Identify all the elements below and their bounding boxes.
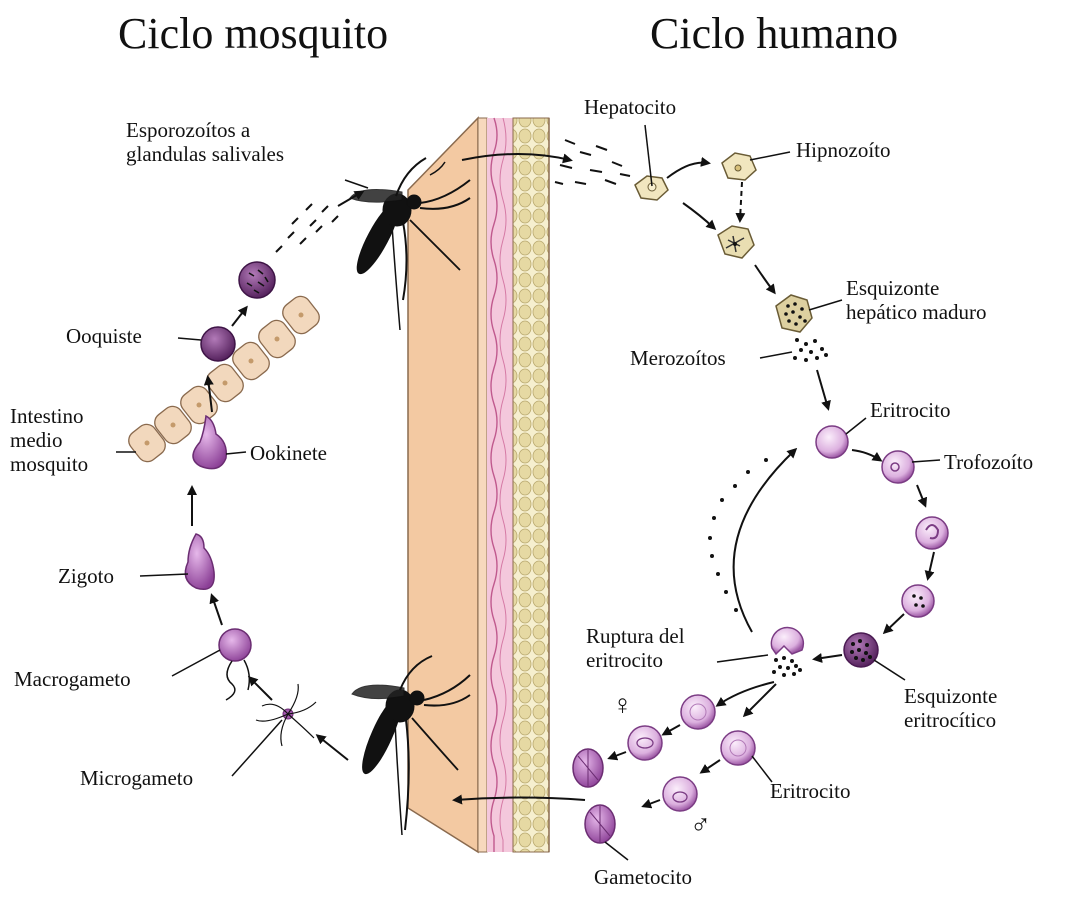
label-gametocyte: Gametocito xyxy=(594,865,692,889)
mosquito-cycle-title: Ciclo mosquito xyxy=(118,12,388,56)
male-gametocyte-precursor xyxy=(721,731,755,765)
trophozoite-cell xyxy=(882,451,914,483)
mature-oocyst-cell xyxy=(239,262,275,298)
label-erythrocyte-bottom: Eritrocito xyxy=(770,779,850,803)
label-hypnozoite: Hipnozoíto xyxy=(796,138,891,162)
skin-epidermis xyxy=(478,118,487,852)
erythrocytic-schizont-cell xyxy=(844,633,878,667)
label-trophozoite: Trofozoíto xyxy=(944,450,1033,474)
label-liver-schizont: Esquizonte hepático maduro xyxy=(846,276,987,324)
label-zygote: Zigoto xyxy=(58,564,114,588)
human-cycle-title: Ciclo humano xyxy=(650,12,898,56)
zygote-cell xyxy=(185,534,214,589)
female-gametocyte xyxy=(573,749,603,787)
label-macrogamete: Macrogameto xyxy=(14,667,131,691)
label-hepatocyte: Hepatocito xyxy=(584,95,676,119)
label-erythrocyte-top: Eritrocito xyxy=(870,398,950,422)
developing-schizont-cell xyxy=(902,585,934,617)
male-gametocyte xyxy=(585,805,615,843)
merozoite-dots-liver xyxy=(793,338,828,362)
sporozoite-dashes-mosquito xyxy=(276,204,338,252)
hypnozoite-cell xyxy=(722,153,756,180)
male-gametocyte-developing xyxy=(663,777,697,811)
label-microgamete: Microgameto xyxy=(80,766,193,790)
label-erythrocyte-rupture: Ruptura del eritrocito xyxy=(586,624,685,672)
oocyst-cell xyxy=(201,327,235,361)
label-midgut: Intestino medio mosquito xyxy=(10,404,88,476)
ring-stage-cell xyxy=(916,517,948,549)
female-gametocyte-precursor xyxy=(681,695,715,729)
label-oocyst: Ooquiste xyxy=(66,324,142,348)
male-symbol: ♂ xyxy=(690,812,711,840)
rupturing-erythrocyte xyxy=(771,628,803,677)
label-sporozoites: Esporozoítos a glandulas salivales xyxy=(126,118,284,166)
skin-cross-section xyxy=(408,118,549,852)
reinvasion-arrow xyxy=(734,450,795,632)
sporozoite-dashes-human xyxy=(555,140,630,184)
label-merozoites: Merozoítos xyxy=(630,346,726,370)
label-erythrocytic-schizont: Esquizonte eritrocítico xyxy=(904,684,997,732)
erythrocyte-cell xyxy=(816,426,848,458)
liver-schizont-developing xyxy=(718,226,754,258)
label-ookinete: Ookinete xyxy=(250,441,327,465)
liver-schizont-mature xyxy=(776,295,812,332)
female-gametocyte-developing xyxy=(628,726,662,760)
macrogamete-cell xyxy=(219,629,251,700)
skin-fat-layer xyxy=(513,118,549,852)
female-symbol: ♀ xyxy=(612,692,633,720)
midgut-wall xyxy=(125,292,324,465)
